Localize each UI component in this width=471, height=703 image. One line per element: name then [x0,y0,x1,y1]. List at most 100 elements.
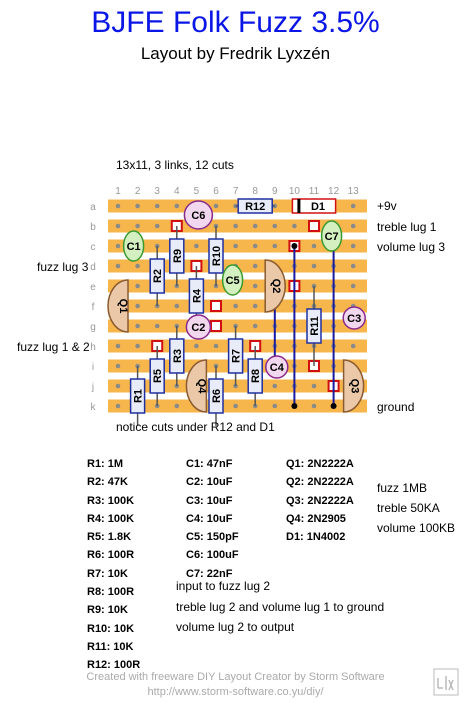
row-label: e [90,282,96,293]
resistor-body [237,198,273,214]
capacitor-item: C5: 150pF [186,531,239,544]
row-label: g [90,322,96,333]
label-volume-lug-3: volume lug 3 [377,240,446,254]
resistor-body [129,378,146,414]
capacitor-body [342,306,366,330]
component-label: Q4 [195,379,207,395]
component-label: C5 [226,275,240,287]
row-label: j [91,382,94,393]
resistor-body [208,378,224,414]
label-treble-lug-1: treble lug 1 [377,220,437,234]
semiconductor-item: Q1: 2N2222A [286,458,354,470]
column-label: 9 [272,186,278,197]
cuts-notice: notice cuts under R12 and D1 [116,420,275,434]
capacitor-item: C2: 10uF [186,476,233,489]
row-label: h [90,342,96,353]
hole [154,223,160,229]
hole [135,323,140,329]
hole [233,403,238,409]
resistor-body [247,358,263,394]
resistor-item: R5: 1.8K [87,531,132,544]
hole [233,303,238,309]
semiconductor-item: Q3: 2N2222A [286,494,354,507]
component-label: R8 [250,369,262,383]
hole [292,223,297,229]
hole [252,263,258,269]
hole [311,403,317,409]
hole [115,223,121,229]
column-label: 5 [194,186,200,197]
capacitor-body [221,264,244,296]
capacitor-item: C1: 47nF [186,458,233,470]
capacitor-body [320,220,343,252]
wiring-note: volume lug 2 to output [176,620,295,634]
capacitor-list: C1: 47nF C2: 10uF C3: 10uF C4: 10uF C5: … [186,455,239,583]
component-label: C1 [127,241,141,253]
hole [213,343,219,349]
strip-cut [210,320,222,332]
hole [135,223,140,229]
column-label: 12 [328,186,340,197]
column-label: 13 [348,186,360,197]
component-label: R9 [172,249,184,263]
transistor-body [185,359,208,413]
capacitor-body [183,200,214,230]
semiconductor-list: Q1: 2N2222A Q2: 2N2222A Q3: 2N2222A Q4: … [286,455,354,546]
resistor-item: R1: 1M [87,458,124,470]
hole [272,223,278,229]
row-label: k [91,402,97,413]
hole [154,203,160,209]
resistor-body [149,358,165,394]
credit-url: http://www.storm-software.co.yu/diy/ [147,686,324,698]
column-label: 8 [252,186,258,197]
resistor-list: R1: 1M R2: 47K R3: 100K R4: 100K R5: 1.8… [87,455,140,675]
hole [174,303,180,309]
hole [115,243,121,249]
resistor-body [227,338,244,374]
component-label: R7 [231,349,243,363]
component-label: R10 [211,246,223,266]
resistor-item: R12: 100R [87,659,141,672]
component-label: R2 [152,269,164,283]
hole [311,263,317,269]
label-plus9v: +9v [377,199,397,213]
hole [350,263,356,269]
capacitor-body [185,314,212,340]
component-label: Q2 [270,279,282,294]
component-label: R11 [309,316,321,336]
hole [135,263,140,269]
diode-body [291,198,337,214]
semiconductor-item: Q2: 2N2222A [286,476,354,489]
hole [233,243,238,249]
resistor-body [169,238,185,274]
row-label: b [90,222,96,233]
capacitor-item: C3: 10uF [186,494,233,507]
hole [115,203,121,209]
label-fuzz-lug-3: fuzz lug 3 [37,260,89,274]
hole [350,223,356,229]
resistor-item: R3: 100K [87,494,135,507]
hole [135,303,140,309]
strip-cut [210,300,222,312]
hole [135,283,140,289]
hole [135,203,140,209]
hole [135,343,140,349]
semiconductor-item: Q4: 2N2905 [286,512,346,525]
column-label: 1 [115,186,121,197]
hole [233,223,238,229]
hole [350,283,356,289]
pot-item: volume 100KB [377,521,456,535]
transistor-body [264,259,286,313]
resistor-body [169,338,185,374]
component-label: C6 [191,210,205,222]
diode-band [297,199,301,213]
hole [350,243,356,249]
column-label: 6 [213,186,219,197]
component-label: R12 [245,201,265,213]
capacitor-item: C6: 100uF [186,549,239,562]
label-ground: ground [377,400,415,414]
component-label: C4 [270,362,285,374]
capacitor-body [122,230,145,262]
hole [252,283,258,289]
